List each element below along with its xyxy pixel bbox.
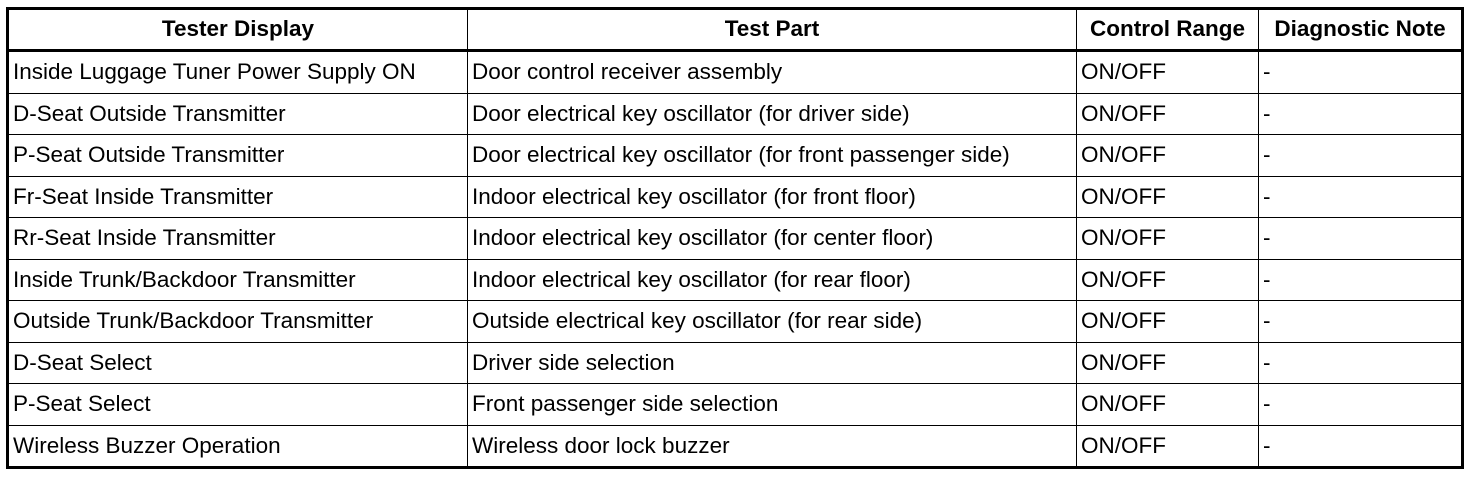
active-test-table-container: Tester Display Test Part Control Range D…	[6, 7, 1464, 469]
cell-control-range: ON/OFF	[1076, 424, 1259, 468]
cell-diagnostic-note: -	[1258, 424, 1463, 468]
cell-test-part: Driver side selection	[467, 341, 1077, 384]
cell-diagnostic-note: -	[1258, 300, 1463, 343]
header-test-part: Test Part	[467, 8, 1077, 52]
cell-diagnostic-note: -	[1258, 383, 1463, 426]
cell-tester-display: D-Seat Outside Transmitter	[7, 92, 468, 135]
header-diagnostic-note: Diagnostic Note	[1258, 8, 1463, 52]
cell-test-part: Indoor electrical key oscillator (for re…	[467, 258, 1077, 301]
cell-control-range: ON/OFF	[1076, 217, 1259, 260]
cell-control-range: ON/OFF	[1076, 258, 1259, 301]
cell-control-range: ON/OFF	[1076, 300, 1259, 343]
cell-diagnostic-note: -	[1258, 50, 1463, 94]
cell-tester-display: P-Seat Outside Transmitter	[7, 134, 468, 177]
cell-control-range: ON/OFF	[1076, 341, 1259, 384]
cell-diagnostic-note: -	[1258, 258, 1463, 301]
table-header: Tester Display Test Part Control Range D…	[7, 8, 1463, 52]
active-test-table: Tester Display Test Part Control Range D…	[6, 7, 1464, 469]
cell-test-part: Door control receiver assembly	[467, 50, 1077, 94]
cell-tester-display: Rr-Seat Inside Transmitter	[7, 217, 468, 260]
cell-test-part: Outside electrical key oscillator (for r…	[467, 300, 1077, 343]
cell-test-part: Door electrical key oscillator (for fron…	[467, 134, 1077, 177]
header-control-range: Control Range	[1076, 8, 1259, 52]
cell-test-part: Wireless door lock buzzer	[467, 424, 1077, 468]
cell-control-range: ON/OFF	[1076, 92, 1259, 135]
cell-diagnostic-note: -	[1258, 175, 1463, 218]
cell-diagnostic-note: -	[1258, 341, 1463, 384]
header-tester-display: Tester Display	[7, 8, 468, 52]
cell-control-range: ON/OFF	[1076, 50, 1259, 94]
cell-control-range: ON/OFF	[1076, 134, 1259, 177]
cell-diagnostic-note: -	[1258, 134, 1463, 177]
cell-tester-display: P-Seat Select	[7, 383, 468, 426]
cell-test-part: Door electrical key oscillator (for driv…	[467, 92, 1077, 135]
cell-control-range: ON/OFF	[1076, 175, 1259, 218]
cell-tester-display: Wireless Buzzer Operation	[7, 424, 468, 468]
cell-tester-display: D-Seat Select	[7, 341, 468, 384]
cell-diagnostic-note: -	[1258, 92, 1463, 135]
cell-test-part: Indoor electrical key oscillator (for fr…	[467, 175, 1077, 218]
cell-tester-display: Inside Trunk/Backdoor Transmitter	[7, 258, 468, 301]
cell-diagnostic-note: -	[1258, 217, 1463, 260]
cell-test-part: Front passenger side selection	[467, 383, 1077, 426]
cell-control-range: ON/OFF	[1076, 383, 1259, 426]
cell-tester-display: Fr-Seat Inside Transmitter	[7, 175, 468, 218]
table-header-row: Tester Display Test Part Control Range D…	[7, 8, 1463, 52]
cell-tester-display: Inside Luggage Tuner Power Supply ON	[7, 50, 468, 94]
cell-tester-display: Outside Trunk/Backdoor Transmitter	[7, 300, 468, 343]
cell-test-part: Indoor electrical key oscillator (for ce…	[467, 217, 1077, 260]
